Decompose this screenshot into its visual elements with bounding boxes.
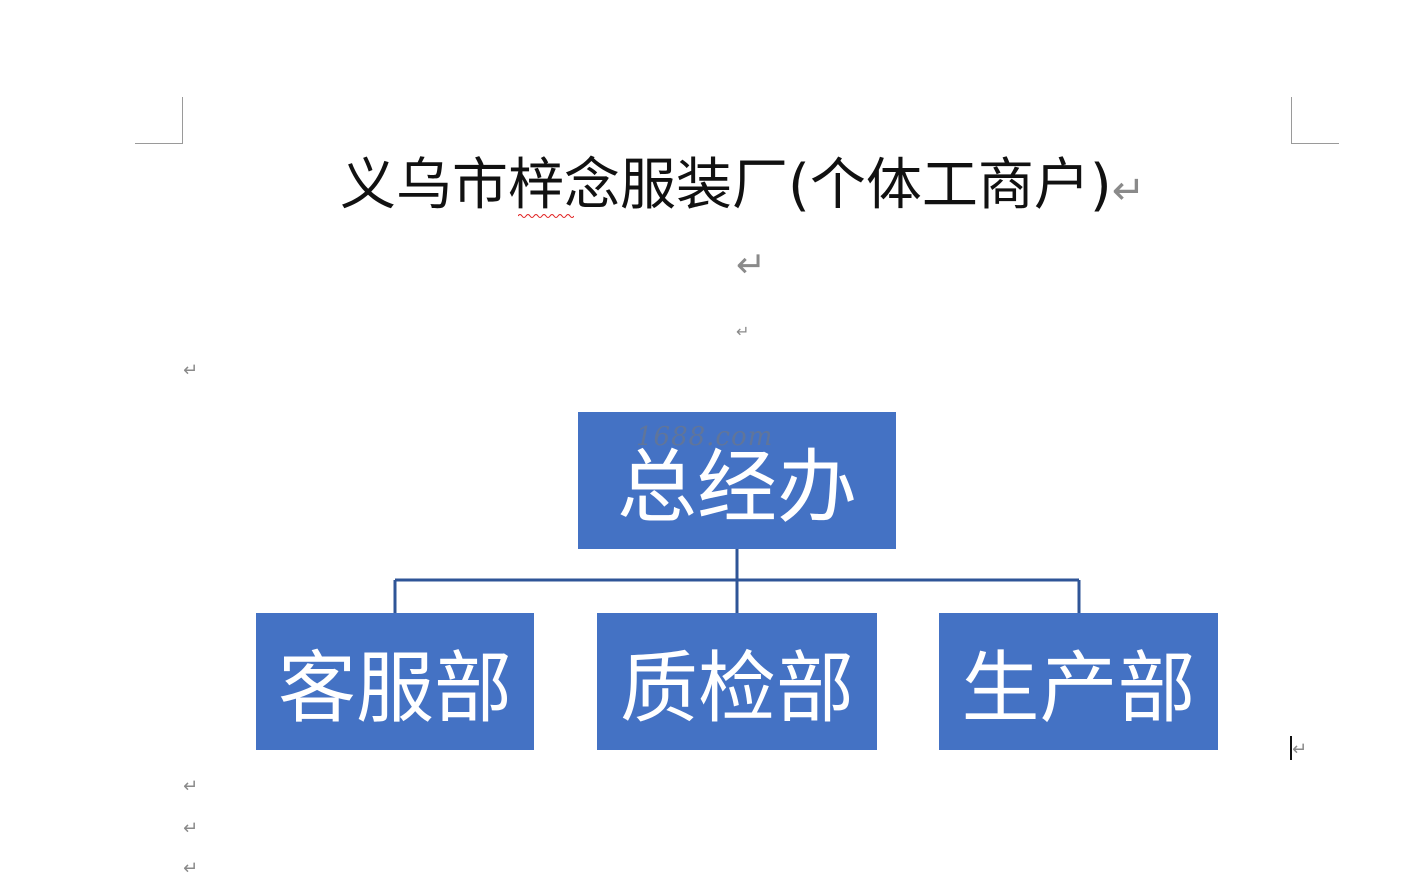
paragraph-mark-icon: ↵ — [183, 360, 199, 381]
org-box-quality-inspection[interactable]: 质检部 — [597, 613, 877, 750]
spellcheck-underline — [518, 214, 574, 218]
page-corner-mark-top-right — [1291, 97, 1339, 144]
document-title[interactable]: 义乌市梓念服装厂(个体工商户) — [340, 153, 1112, 218]
org-box-label: 客服部 — [277, 643, 512, 734]
page-corner-mark-top-left — [135, 97, 183, 144]
paragraph-mark-icon: ↵ — [1292, 739, 1308, 760]
paragraph-mark-icon: ↵ — [1111, 168, 1146, 214]
org-box-customer-service[interactable]: 客服部 — [256, 613, 534, 750]
text-cursor — [1290, 736, 1292, 760]
org-box-production[interactable]: 生产部 — [939, 613, 1218, 750]
org-box-label: 质检部 — [619, 643, 854, 734]
org-box-label: 总经办 — [617, 440, 857, 534]
paragraph-mark-icon: ↵ — [183, 818, 199, 839]
document-title-line[interactable]: 义乌市梓念服装厂(个体工商户) ↵ — [340, 148, 1145, 229]
org-box-label: 生产部 — [961, 643, 1196, 734]
paragraph-mark-icon: ↵ — [736, 245, 767, 286]
watermark: 1688.com — [636, 422, 774, 452]
org-box-general-office[interactable]: 总经办 — [578, 412, 896, 549]
paragraph-mark-icon: ↵ — [736, 322, 750, 341]
paragraph-mark-icon: ↵ — [183, 776, 199, 797]
paragraph-mark-icon: ↵ — [183, 858, 199, 879]
